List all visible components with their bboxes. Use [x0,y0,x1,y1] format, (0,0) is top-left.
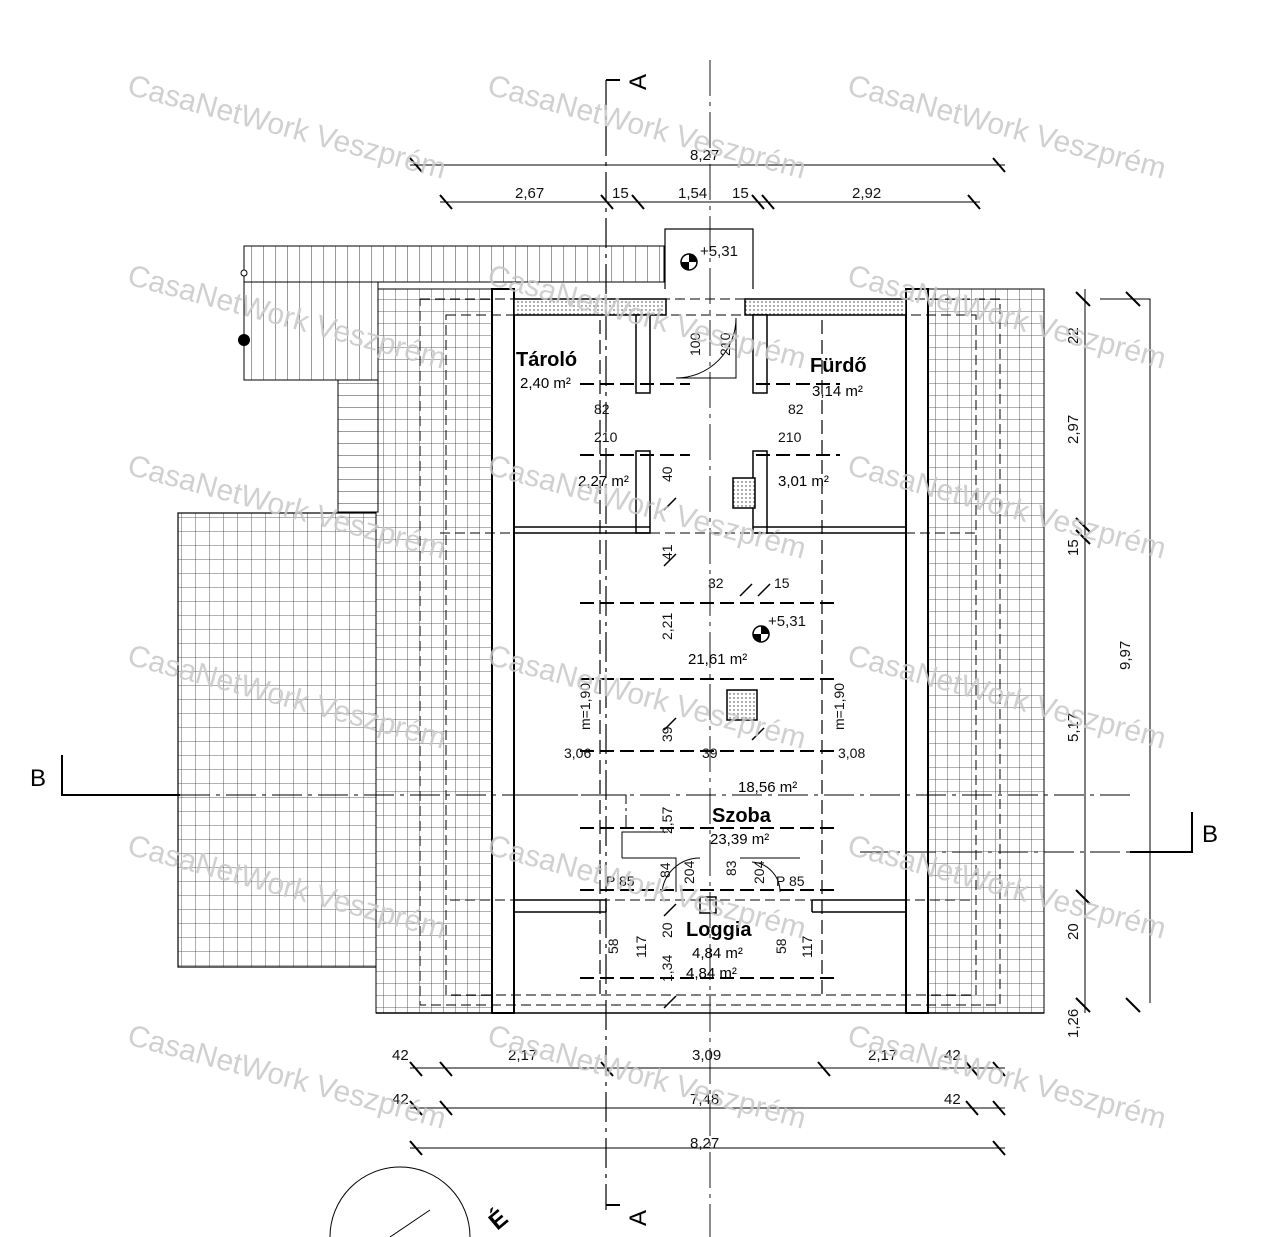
dim-top-seg: 15 [612,185,629,202]
dim-bottom: 42 [392,1091,409,1108]
watermark-text: CasaNetWork Veszprém [844,69,1169,186]
label: 32 [708,575,724,591]
level-room: +5,31 [768,613,806,630]
label: 117 [633,935,649,958]
dim-bottom: 42 [392,1047,409,1064]
level-stair: +5,31 [700,243,738,260]
dim-bottom: 2,17 [508,1047,537,1064]
dim-right-seg: 22 [1065,327,1082,344]
label: 83 [723,860,739,876]
label: 82 [594,401,610,417]
dim-bottom: 2,17 [868,1047,897,1064]
label: 41 [659,544,675,560]
dim-top-seg: 1,54 [678,185,707,202]
dim-bottom: 7,48 [690,1091,719,1108]
dim-top-seg: 2,67 [515,185,544,202]
label: 1,34 [659,955,675,982]
room-area-szoba-a: 21,61 m² [688,651,747,668]
label: 2,57 [659,807,675,834]
label: 58 [605,938,621,954]
room-area-szoba: 23,39 m² [710,831,769,848]
label: 82 [788,401,804,417]
room-name-furdo: Fürdő [810,355,867,377]
label: P 85 [606,873,635,889]
dim-top-seg: 15 [732,185,749,202]
dim-bottom: 42 [944,1047,961,1064]
dim-right-seg: 1,26 [1065,1009,1082,1038]
label: 3,06 [564,745,591,761]
label: 39 [659,726,675,742]
dim-top-seg: 2,92 [852,185,881,202]
watermark-text: CasaNetWork Veszprém [484,1019,809,1136]
level-marker-icon [680,253,770,643]
room-area-loggia-sub: 4,84 m² [686,965,737,982]
label: P 85 [776,873,805,889]
room-area-tarolo-sub: 2,27 m² [578,473,629,490]
north-label: É [483,1204,513,1236]
room-name-tarolo: Tároló [516,349,577,371]
dim-bottom: 8,27 [690,1135,719,1152]
north-arrow-icon [329,1166,471,1237]
dim-right-seg: 2,97 [1065,415,1082,444]
room-area-loggia: 4,84 m² [692,945,743,962]
dim-right-overall: 9,97 [1117,641,1134,670]
dimension-lines [409,157,1151,1156]
label: 100 [687,332,703,356]
staircase [238,228,754,513]
label: 210 [594,429,618,445]
section-a-top: A [625,74,652,90]
dim-bottom: 3,09 [692,1047,721,1064]
section-a-bottom: A [625,1210,652,1226]
building-walls [376,288,1044,1014]
roof-tiles [177,288,1045,1014]
room-area-furdo-sub: 3,01 m² [778,473,829,490]
section-b-left: B [30,765,46,792]
label: 39 [702,745,718,761]
label: 15 [774,575,790,591]
dim-top-overall: 8,27 [690,147,719,164]
label: 20 [659,922,675,938]
room-area-szoba-b: 18,56 m² [738,779,797,796]
label: 84 [657,862,673,878]
label: 204 [751,860,767,884]
label: 58 [773,938,789,954]
dim-right-seg: 5,17 [1065,713,1082,742]
section-b-right: B [1202,821,1218,848]
label: m=1,90 [831,683,847,730]
watermark-text: CasaNetWork Veszprém [124,1019,449,1136]
label: 40 [659,466,675,482]
dim-bottom: 42 [944,1091,961,1108]
label: 3,08 [838,745,865,761]
label: 210 [778,429,802,445]
label: 204 [681,860,697,884]
label: 117 [799,935,815,958]
section-lines [61,60,1193,1237]
dim-right-seg: 15 [1065,539,1082,556]
watermark-text: CasaNetWork Veszprém [124,69,449,186]
room-name-loggia: Loggia [686,919,752,941]
room-area-tarolo: 2,40 m² [520,375,571,392]
room-area-furdo: 3,14 m² [812,383,863,400]
label: m=1,90 [577,683,593,730]
label: 210 [717,332,733,356]
watermark-text: CasaNetWork Veszprém [844,1019,1169,1136]
label: 2,21 [659,613,675,640]
room-name-szoba: Szoba [712,805,772,827]
dim-right-seg: 20 [1065,923,1082,940]
